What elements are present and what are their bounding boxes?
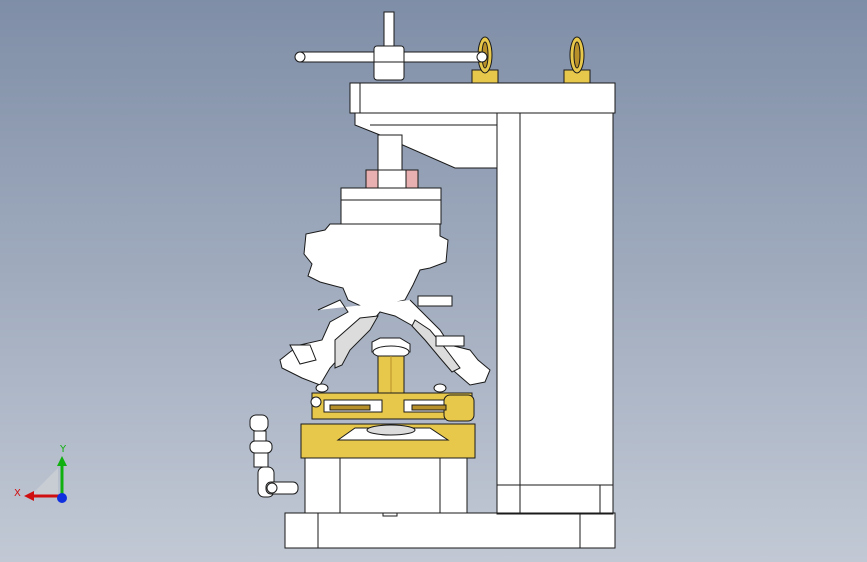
workpiece-casting bbox=[279, 223, 491, 386]
x-axis-label: X bbox=[14, 488, 21, 499]
y-axis-label: Y bbox=[59, 444, 67, 455]
clamp-slide bbox=[310, 383, 475, 422]
pressure-pad bbox=[340, 169, 442, 225]
linkage-handle bbox=[249, 414, 299, 498]
right-column bbox=[496, 111, 614, 515]
t-handle-screw bbox=[294, 11, 488, 171]
axis-triad: X Y bbox=[14, 444, 67, 503]
center-post bbox=[371, 337, 411, 399]
bed-block bbox=[300, 423, 476, 514]
x-axis-arrowhead bbox=[24, 491, 34, 501]
eye-bolt-right bbox=[563, 36, 591, 84]
y-axis-arrowhead bbox=[57, 456, 67, 466]
top-arm bbox=[349, 82, 616, 169]
z-axis-dot bbox=[57, 493, 67, 503]
base-plate bbox=[284, 499, 616, 549]
